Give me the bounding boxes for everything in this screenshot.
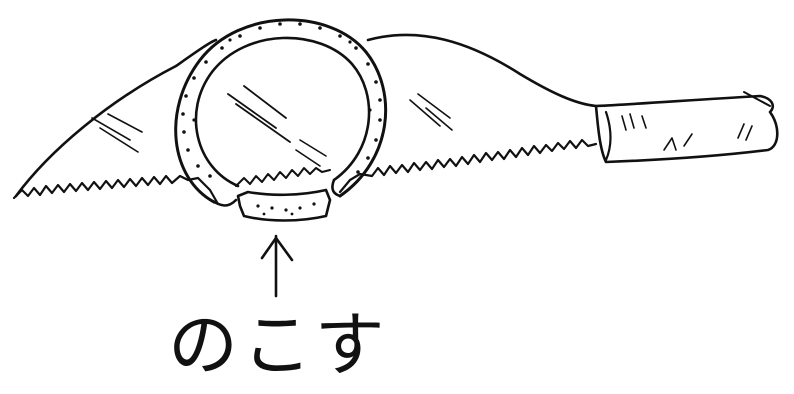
up-arrow-icon xyxy=(262,236,292,296)
saw-blade xyxy=(14,35,596,204)
ring-dots xyxy=(181,22,382,178)
kept-segment xyxy=(238,190,330,221)
caption-label: のこす xyxy=(168,300,428,390)
saw-handle xyxy=(596,92,777,162)
